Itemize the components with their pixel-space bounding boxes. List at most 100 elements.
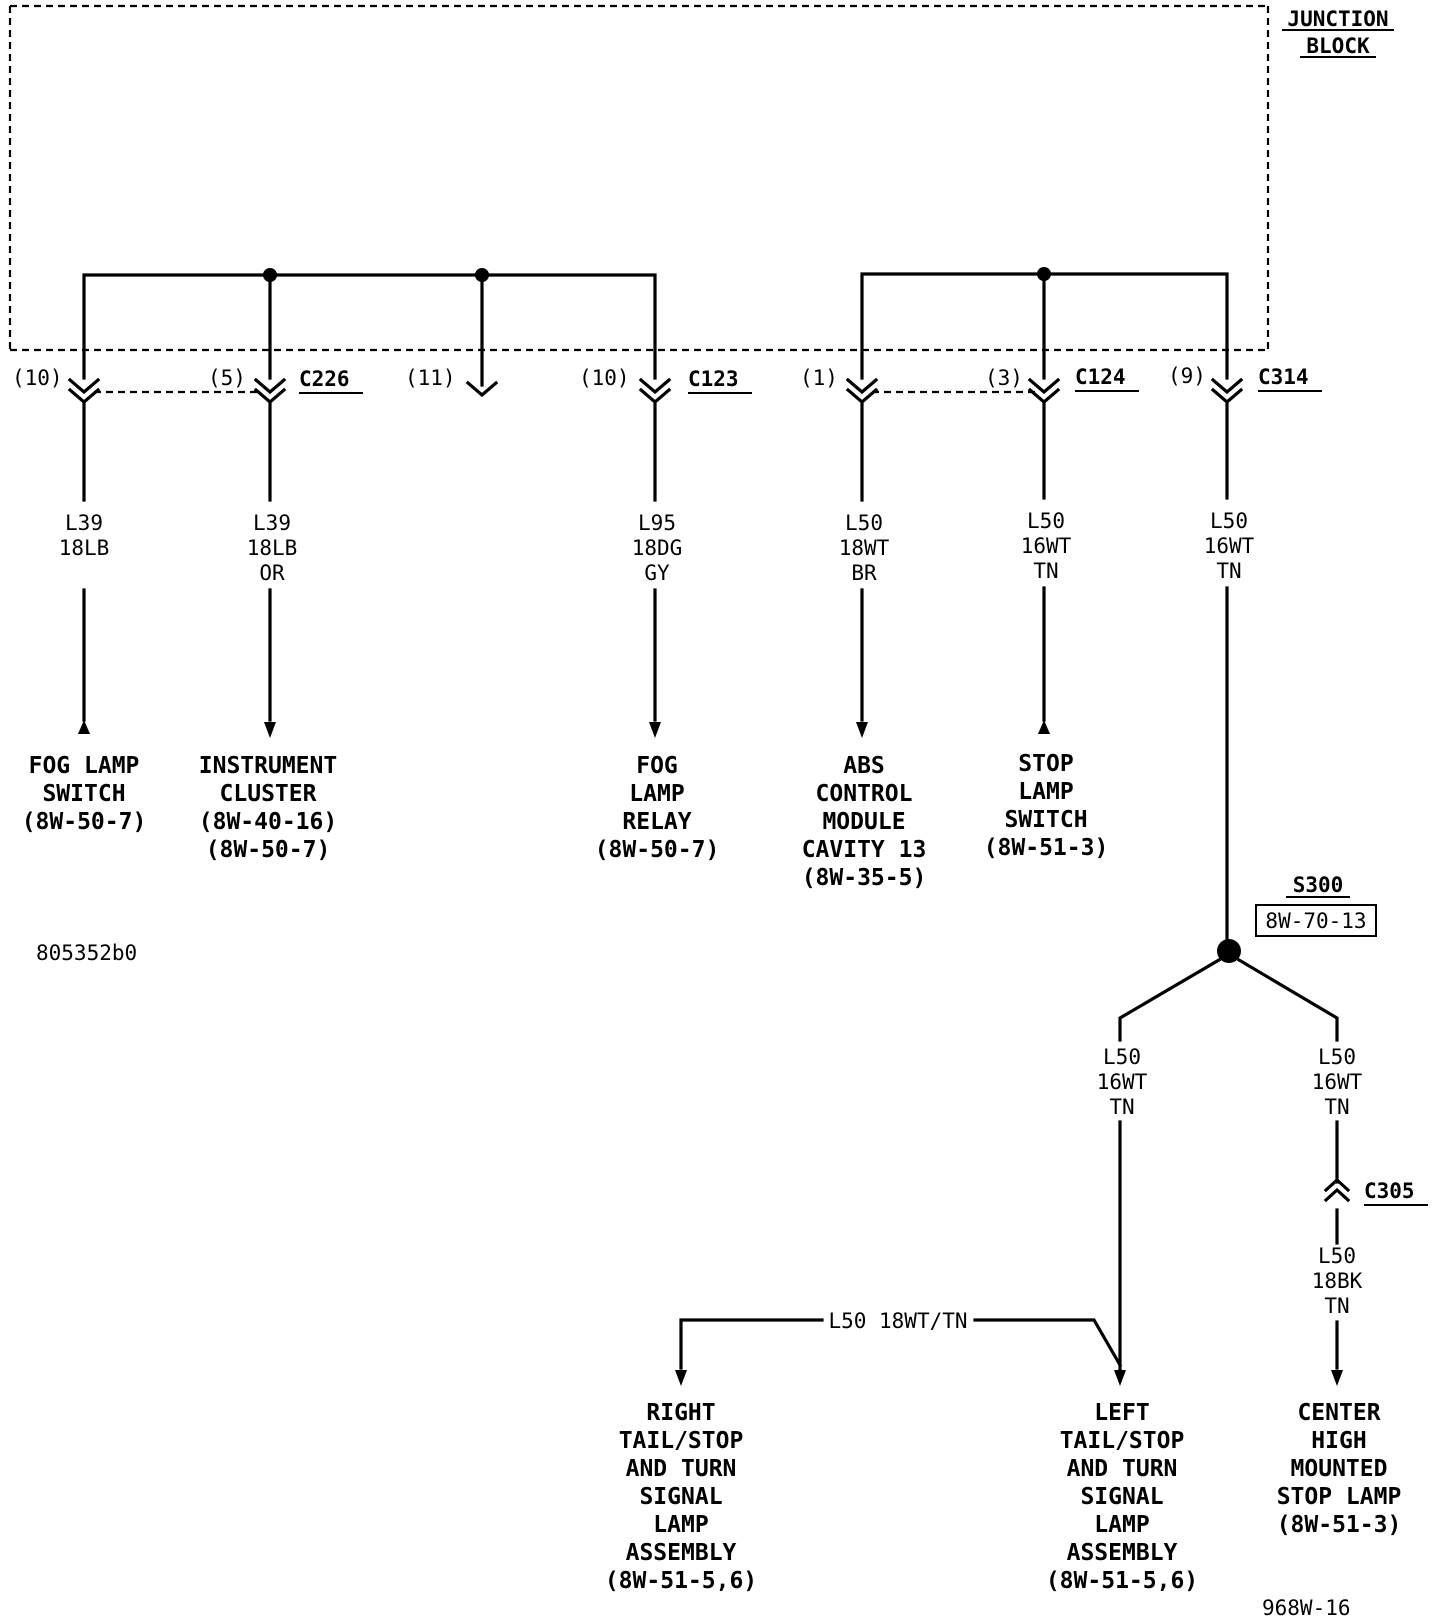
junction-block-title-1: JUNCTION <box>1287 7 1388 31</box>
svg-text:L39: L39 <box>65 511 103 535</box>
arrow-down-icon <box>675 1370 687 1386</box>
arrow-down-icon <box>264 722 276 738</box>
junction-block-outline <box>8 4 1270 352</box>
splice-dot <box>475 268 489 282</box>
svg-text:GY: GY <box>644 561 670 585</box>
svg-text:FOG LAMP: FOG LAMP <box>29 753 140 779</box>
splice-name: S300 <box>1293 873 1344 897</box>
splice-dot <box>1217 939 1241 963</box>
svg-text:AND TURN: AND TURN <box>1067 1456 1178 1482</box>
pin-3: (3) <box>985 366 1023 390</box>
svg-text:OR: OR <box>259 561 285 585</box>
svg-text:MODULE: MODULE <box>822 809 905 835</box>
svg-text:SIGNAL: SIGNAL <box>1080 1484 1163 1510</box>
svg-text:L39: L39 <box>253 511 291 535</box>
svg-text:(8W-35-5): (8W-35-5) <box>802 865 927 891</box>
destination-fog-lamp-relay: FOG LAMP RELAY (8W-50-7) <box>595 753 720 863</box>
svg-text:LAMP: LAMP <box>653 1512 708 1538</box>
splice-ref-box <box>1255 904 1377 937</box>
destination-left-tail-lamp: LEFT TAIL/STOP AND TURN SIGNAL LAMP ASSE… <box>1046 1400 1198 1594</box>
svg-text:(8W-51-5,6): (8W-51-5,6) <box>1046 1568 1198 1594</box>
svg-text:LAMP: LAMP <box>1094 1512 1149 1538</box>
destination-right-tail-lamp: RIGHT TAIL/STOP AND TURN SIGNAL LAMP ASS… <box>605 1400 757 1594</box>
svg-text:MOUNTED: MOUNTED <box>1291 1456 1388 1482</box>
svg-text:RIGHT: RIGHT <box>646 1400 715 1426</box>
svg-text:18BK: 18BK <box>1312 1269 1363 1293</box>
wire-label-9: L50 18BK TN <box>1312 1244 1363 1318</box>
connector-c226: C226 <box>299 367 350 391</box>
pin-10: (10) <box>12 366 63 390</box>
splice-dot <box>1037 267 1051 281</box>
wire-label-1: L39 18LB <box>59 511 110 560</box>
svg-text:18DG: 18DG <box>632 536 683 560</box>
connector-c124: C124 <box>1075 365 1126 389</box>
diagram-code-right: 968W-16 <box>1262 1596 1351 1620</box>
destination-center-high-mounted-stop-lamp: CENTER HIGH MOUNTED STOP LAMP (8W-51-3) <box>1277 1400 1402 1538</box>
svg-text:RELAY: RELAY <box>622 809 691 835</box>
pin-11: (11) <box>405 366 456 390</box>
destination-stop-lamp-switch: STOP LAMP SWITCH (8W-51-3) <box>984 751 1109 861</box>
svg-text:LAMP: LAMP <box>629 781 684 807</box>
wire-label-5: L50 16WT TN <box>1021 509 1072 583</box>
svg-text:HIGH: HIGH <box>1311 1428 1366 1454</box>
svg-text:(8W-51-3): (8W-51-3) <box>984 835 1109 861</box>
svg-text:L50: L50 <box>1103 1045 1141 1069</box>
svg-text:(8W-50-7): (8W-50-7) <box>206 837 331 863</box>
arrow-down-icon <box>1114 1370 1126 1386</box>
destination-abs-control-module: ABS CONTROL MODULE CAVITY 13 (8W-35-5) <box>802 753 927 891</box>
svg-text:18LB: 18LB <box>247 536 298 560</box>
pin-9: (9) <box>1168 364 1206 388</box>
svg-text:STOP: STOP <box>1018 751 1073 777</box>
svg-text:16WT: 16WT <box>1021 534 1072 558</box>
svg-text:SWITCH: SWITCH <box>1004 807 1087 833</box>
svg-text:LEFT: LEFT <box>1094 1400 1149 1426</box>
svg-text:AND TURN: AND TURN <box>626 1456 737 1482</box>
destination-fog-lamp-switch: FOG LAMP SWITCH (8W-50-7) <box>22 753 147 835</box>
external-wires <box>82 400 1229 952</box>
svg-text:CENTER: CENTER <box>1297 1400 1380 1426</box>
branch-arrow-heads <box>675 1370 1343 1386</box>
svg-text:(8W-51-3): (8W-51-3) <box>1277 1512 1402 1538</box>
svg-text:BR: BR <box>851 561 877 585</box>
svg-text:(8W-51-5,6): (8W-51-5,6) <box>605 1568 757 1594</box>
splice-s300: S300 8W-70-13 <box>1217 873 1377 963</box>
svg-text:L50: L50 <box>1027 509 1065 533</box>
arrow-down-icon <box>856 722 868 738</box>
svg-text:16WT: 16WT <box>1312 1070 1363 1094</box>
wire-label-3: L95 18DG GY <box>632 511 683 585</box>
pin-10-c123: (10) <box>579 366 630 390</box>
junction-block-title-2: BLOCK <box>1306 34 1370 58</box>
c305-chevron <box>1323 1177 1351 1203</box>
svg-text:TAIL/STOP: TAIL/STOP <box>1060 1428 1185 1454</box>
svg-text:18LB: 18LB <box>59 536 110 560</box>
svg-text:ABS: ABS <box>843 753 885 779</box>
svg-text:CLUSTER: CLUSTER <box>220 781 317 807</box>
splice-dot <box>263 268 277 282</box>
svg-text:SWITCH: SWITCH <box>42 781 125 807</box>
wire-label-2: L39 18LB OR <box>247 511 298 585</box>
svg-text:TN: TN <box>1324 1095 1349 1119</box>
svg-text:16WT: 16WT <box>1204 534 1255 558</box>
svg-text:(8W-50-7): (8W-50-7) <box>595 837 720 863</box>
arrow-up-icon <box>78 720 90 734</box>
diagram-code-left: 805352b0 <box>36 941 137 965</box>
svg-text:TN: TN <box>1324 1294 1349 1318</box>
wire-label-8: L50 16WT TN <box>1312 1045 1363 1119</box>
wire-label-7: L50 16WT TN <box>1097 1045 1148 1119</box>
pin-11-chevron <box>465 380 499 398</box>
svg-text:L50: L50 <box>1210 509 1248 533</box>
internal-bus-left <box>82 268 657 387</box>
svg-text:STOP LAMP: STOP LAMP <box>1277 1484 1402 1510</box>
svg-text:TN: TN <box>1109 1095 1134 1119</box>
internal-bus-right <box>860 267 1229 380</box>
svg-text:ASSEMBLY: ASSEMBLY <box>1067 1540 1178 1566</box>
splice-branches <box>679 957 1351 1382</box>
svg-text:LAMP: LAMP <box>1018 779 1073 805</box>
destination-instrument-cluster: INSTRUMENT CLUSTER (8W-40-16) (8W-50-7) <box>199 753 337 863</box>
svg-text:(8W-50-7): (8W-50-7) <box>22 809 147 835</box>
junction-block-label: JUNCTION BLOCK <box>1282 7 1394 58</box>
svg-text:TN: TN <box>1033 559 1058 583</box>
connector-c123: C123 <box>688 367 739 391</box>
pin-1: (1) <box>800 366 838 390</box>
splice-ref: 8W-70-13 <box>1265 909 1366 933</box>
